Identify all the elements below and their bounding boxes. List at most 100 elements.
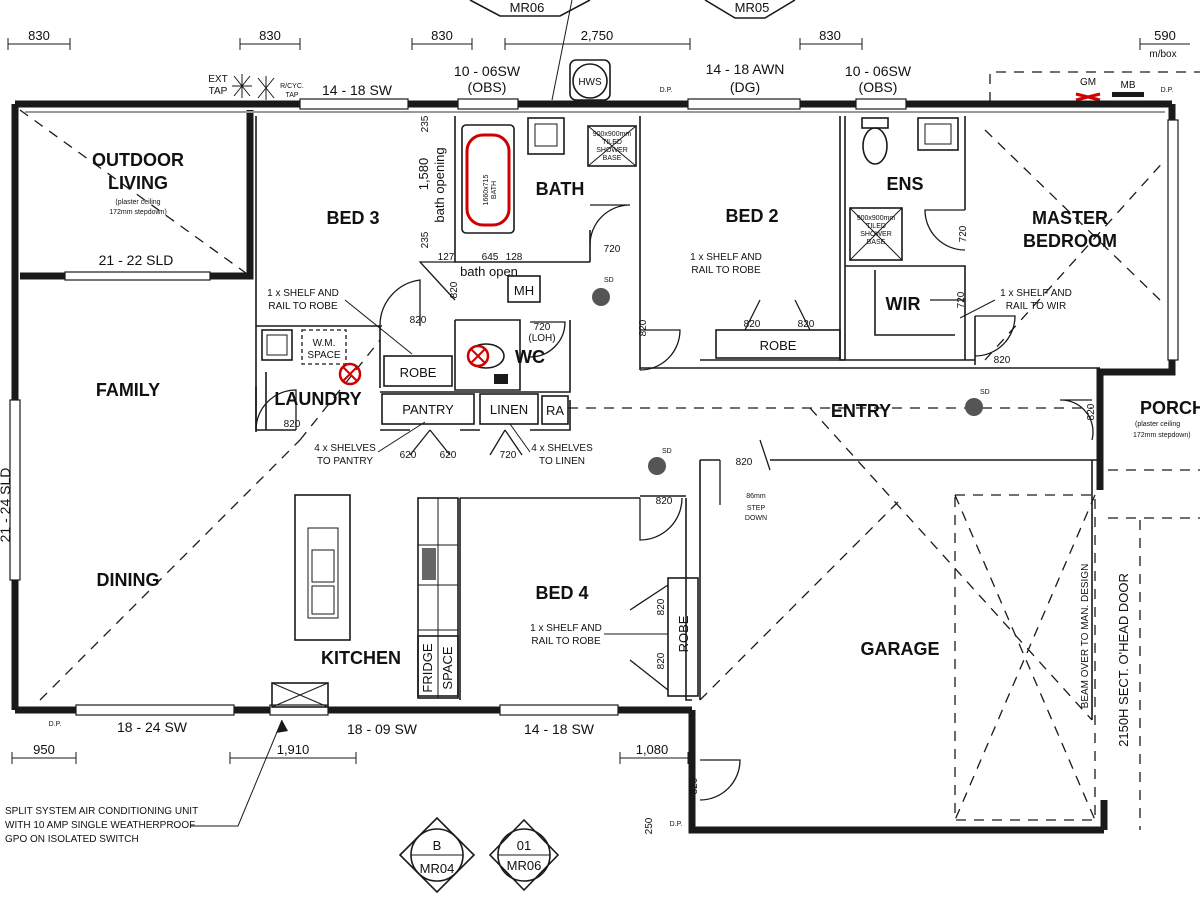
linen: LINEN 720 — [479, 393, 539, 461]
section-marker-bottom-right[interactable]: 01 MR06 — [488, 818, 560, 892]
svg-text:SD: SD — [980, 389, 990, 396]
svg-text:820: 820 — [656, 598, 667, 615]
room-label-entry: ENTRY — [831, 401, 891, 421]
window-label: 21 - 22 SLD — [99, 252, 174, 268]
svg-text:SPLIT SYSTEM AIR CONDITIONING: SPLIT SYSTEM AIR CONDITIONING UNIT — [5, 806, 198, 817]
door-size-label: (LOH) — [528, 333, 555, 344]
dimension-830: 830 — [411, 28, 473, 50]
doors — [255, 204, 1094, 801]
marker-label: MR06 — [510, 0, 545, 15]
ceiling-dashed-lines — [19, 109, 1166, 721]
svg-text:720: 720 — [500, 450, 517, 461]
svg-text:830: 830 — [28, 28, 50, 43]
svg-text:BASE: BASE — [603, 155, 622, 162]
svg-text:ROBE: ROBE — [676, 615, 691, 652]
downpipe: D.P. — [660, 87, 673, 94]
room-label-bed4: BED 4 — [535, 583, 588, 603]
bed2-robe: ROBE 820 820 — [715, 319, 841, 359]
wir-shelving — [874, 270, 955, 336]
window-label: (DG) — [730, 79, 760, 95]
svg-text:TO PANTRY: TO PANTRY — [317, 456, 373, 467]
manhole: MH — [507, 275, 541, 303]
ext-tap: EXT TAP — [208, 74, 252, 98]
room-label-laundry: LAUNDRY — [274, 389, 361, 409]
dimension-590: 590 m/box — [1139, 28, 1190, 60]
window-label: (OBS) — [859, 79, 898, 95]
door-size-label: 820 — [736, 457, 753, 468]
door-size-label: 820 — [638, 319, 649, 336]
svg-text:HWS: HWS — [578, 77, 602, 88]
room-label-bed2: BED 2 — [725, 206, 778, 226]
room-label-master: BEDROOM — [1023, 231, 1117, 251]
smoke-detector: SD — [965, 389, 990, 416]
windows-top — [299, 98, 1179, 361]
svg-text:RAIL TO ROBE: RAIL TO ROBE — [268, 301, 338, 312]
bath-tub: 1660x715 BATH — [461, 124, 515, 234]
svg-text:830: 830 — [259, 28, 281, 43]
svg-text:1 x SHELF AND: 1 x SHELF AND — [267, 288, 339, 299]
note-bath-open: bath open — [460, 264, 518, 279]
dimension-235: 235 — [420, 231, 431, 248]
svg-text:RAIL TO WIR: RAIL TO WIR — [1006, 301, 1066, 312]
window-label: (OBS) — [468, 79, 507, 95]
marker-label-bottom: MR04 — [420, 861, 455, 876]
room-label-outdoor-living: OUTDOOR — [92, 150, 184, 170]
window-label: 14 - 18 SW — [322, 82, 393, 98]
dimension-830: 830 — [799, 28, 863, 50]
svg-text:W.M.: W.M. — [313, 338, 336, 349]
svg-text:EXT: EXT — [208, 74, 227, 85]
svg-text:MB: MB — [1121, 80, 1136, 91]
window-label: 18 - 09 SW — [347, 721, 418, 737]
dimension-830: 830 — [7, 28, 71, 50]
note-bath-opening: bath opening — [432, 147, 447, 222]
room-note: 172mm stepdown) — [1133, 432, 1191, 439]
room-label-ens: ENS — [886, 174, 923, 194]
svg-text:RAIL TO ROBE: RAIL TO ROBE — [691, 265, 761, 276]
room-label-porch: PORCH — [1140, 398, 1200, 418]
room-label-bath: BATH — [536, 179, 585, 199]
recycled-tap: R/CYC. TAP — [257, 76, 304, 100]
laundry-tub — [261, 329, 293, 361]
svg-text:PANTRY: PANTRY — [402, 402, 454, 417]
svg-text:ROBE: ROBE — [760, 338, 797, 353]
floor-waste — [338, 362, 362, 386]
dimension-250: 250 — [644, 817, 655, 834]
smoke-detector: SD — [648, 448, 672, 475]
downpipe-label: D.P. — [49, 721, 62, 728]
ensuite-shower: 900x900mm TILED SHOWER BASE — [849, 207, 903, 261]
svg-text:D.P.: D.P. — [1161, 87, 1174, 94]
svg-text:86mm: 86mm — [746, 493, 766, 500]
svg-text:950: 950 — [33, 742, 55, 757]
svg-text:820: 820 — [798, 319, 815, 330]
svg-text:D.P.: D.P. — [660, 87, 673, 94]
marker-label-top: B — [433, 838, 442, 853]
note-bed4-robe: 1 x SHELF AND RAIL TO ROBE — [530, 623, 668, 647]
svg-text:620: 620 — [440, 450, 457, 461]
room-label-outdoor-living: LIVING — [108, 173, 168, 193]
windows-bottom — [9, 271, 619, 716]
dimension-950: 950 — [11, 742, 77, 764]
return-air: RA — [541, 395, 569, 425]
window-label: 10 - 06SW — [454, 63, 521, 79]
svg-text:BASE: BASE — [867, 239, 886, 246]
section-marker-bottom-left[interactable]: B MR04 — [398, 816, 476, 894]
room-note: 172mm stepdown) — [109, 209, 167, 216]
svg-text:SD: SD — [604, 277, 614, 284]
svg-text:LINEN: LINEN — [490, 402, 528, 417]
svg-text:SD: SD — [662, 448, 672, 455]
section-marker-top-right[interactable]: MR05 — [704, 0, 796, 19]
svg-text:820: 820 — [410, 315, 427, 326]
svg-text:SPACE: SPACE — [440, 646, 455, 689]
room-label-bed3: BED 3 — [326, 208, 379, 228]
svg-text:TAP: TAP — [209, 86, 228, 97]
section-marker-top-left[interactable]: MR06 — [469, 0, 591, 101]
window-label: 10 - 06SW — [845, 63, 912, 79]
garage-overhead-door — [954, 469, 1200, 830]
meter-box-boundary — [989, 71, 1200, 102]
svg-text:DOWN: DOWN — [745, 515, 767, 522]
ensuite-basin — [917, 117, 959, 151]
svg-text:SHOWER: SHOWER — [860, 231, 892, 238]
svg-text:830: 830 — [431, 28, 453, 43]
svg-text:4 x SHELVES: 4 x SHELVES — [314, 443, 376, 454]
downpipe: D.P. — [1161, 87, 1174, 94]
